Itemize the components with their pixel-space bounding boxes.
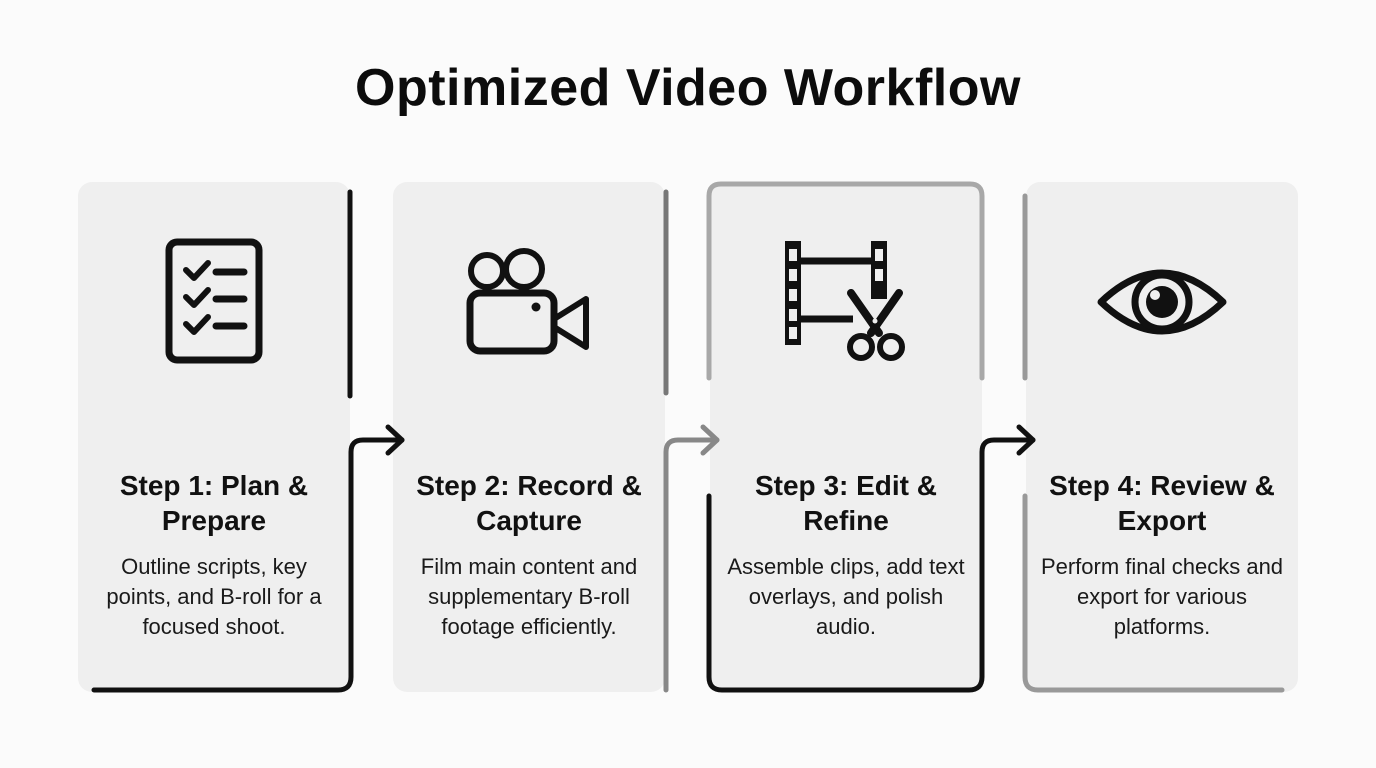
eye-icon [1026, 232, 1298, 372]
video-camera-icon [393, 232, 665, 372]
checklist-icon [78, 232, 350, 372]
step-title: Step 3: Edit & Refine [754, 470, 937, 536]
step-card-3: Step 3: Edit & Refine Assemble clips, ad… [710, 182, 982, 692]
step-description: Perform final checks and export for vari… [1040, 554, 1284, 639]
step-description: Assemble clips, add text overlays, and p… [727, 554, 965, 639]
step-title: Step 1: Plan & Prepare [119, 470, 309, 536]
step-title: Step 2: Record & Capture [416, 470, 642, 536]
step-card-4: Step 4: Review & Export Perform final ch… [1026, 182, 1298, 692]
step-description: Outline scripts, key points, and B-roll … [106, 554, 322, 639]
step-description: Film main content and supplementary B-ro… [420, 554, 638, 639]
page-title: Optimized Video Workflow [355, 59, 1021, 117]
step-card-1: Step 1: Plan & Prepare Outline scripts, … [78, 182, 350, 692]
step-title: Step 4: Review & Export [1049, 470, 1275, 536]
film-scissors-icon [710, 232, 982, 372]
step-card-2: Step 2: Record & Capture Film main conte… [393, 182, 665, 692]
